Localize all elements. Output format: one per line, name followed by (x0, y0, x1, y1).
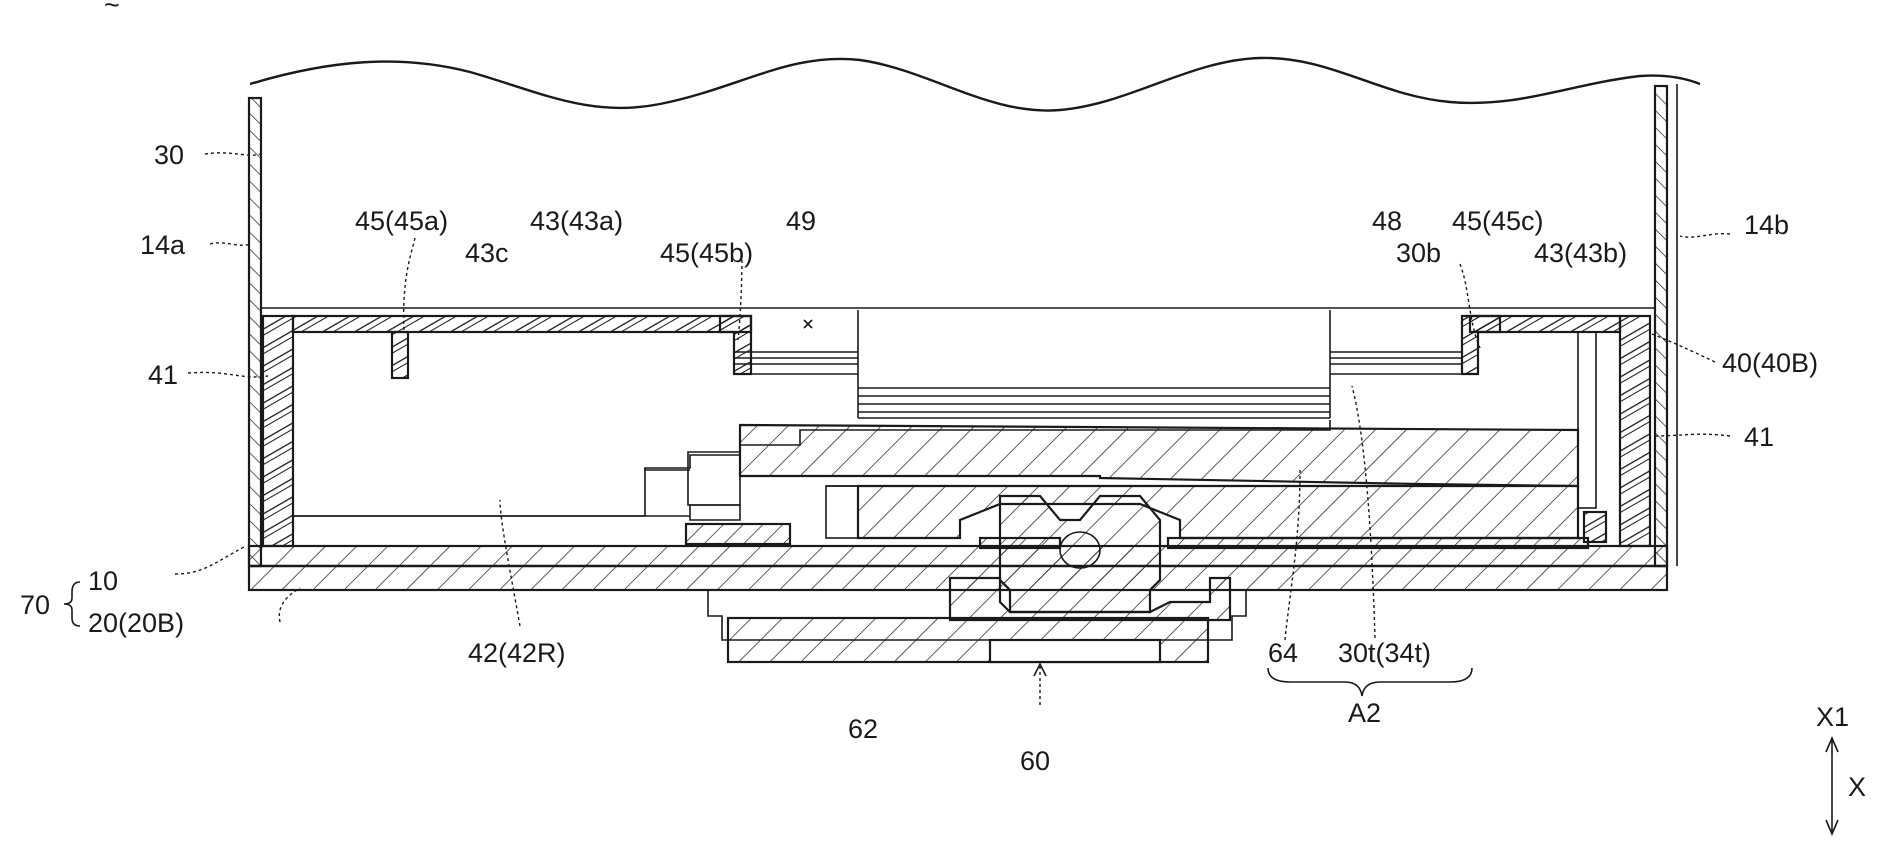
label-X1: X1 (1816, 702, 1849, 732)
board-lower (858, 486, 1578, 538)
label-30b: 30b (1396, 238, 1441, 268)
right-post (1578, 332, 1596, 508)
connector-block (688, 452, 740, 505)
label-45b: 45(45b) (660, 238, 753, 268)
label-43c: 43c (465, 238, 509, 268)
label-30: 30 (154, 140, 184, 170)
arrow-60 (1034, 664, 1046, 708)
label-40: 40(40B) (1722, 348, 1818, 378)
block-60-slot (990, 640, 1160, 662)
wall-41-left (263, 316, 293, 546)
side-wall-14a (249, 98, 261, 566)
label-41-right: 41 (1744, 422, 1774, 452)
mark-x (804, 320, 812, 328)
label-45c: 45(45c) (1452, 206, 1544, 236)
label-14a: 14a (140, 230, 186, 260)
central-boss (1000, 496, 1160, 612)
label-43a: 43(43a) (530, 206, 623, 236)
rib-45c (1462, 316, 1500, 374)
top-mark: ~ (104, 0, 120, 20)
label-41-left: 41 (148, 360, 178, 390)
label-20: 20(20B) (88, 608, 184, 638)
stacked-plates (734, 310, 1478, 418)
rib-45b (720, 316, 751, 374)
bar-64 (740, 425, 1578, 486)
label-49: 49 (786, 206, 816, 236)
board-lower-spacer (826, 486, 858, 538)
label-A2: A2 (1348, 698, 1381, 728)
container-break-line (250, 58, 1700, 111)
label-60: 60 (1020, 746, 1050, 776)
direction-arrow (1826, 738, 1838, 834)
label-45a: 45(45a) (355, 206, 448, 236)
pad-left (686, 524, 790, 544)
cover-43a (293, 316, 751, 332)
label-42: 42(42R) (468, 638, 566, 668)
brace-a2 (1268, 668, 1472, 696)
label-30t: 30t(34t) (1338, 638, 1431, 668)
label-62: 62 (848, 714, 878, 744)
rib-45a (392, 332, 408, 378)
label-43b: 43(43b) (1534, 238, 1627, 268)
cavity-42-edge (293, 332, 858, 374)
connector-block-small (690, 505, 740, 520)
label-70: 70 (20, 590, 50, 620)
wall-41-right (1620, 316, 1650, 546)
brace-70 (64, 582, 80, 626)
label-X: X (1848, 772, 1866, 802)
label-10: 10 (88, 566, 118, 596)
label-48: 48 (1372, 206, 1402, 236)
label-64: 64 (1268, 638, 1298, 668)
label-14b: 14b (1744, 210, 1789, 240)
side-wall-14b (1655, 86, 1667, 566)
